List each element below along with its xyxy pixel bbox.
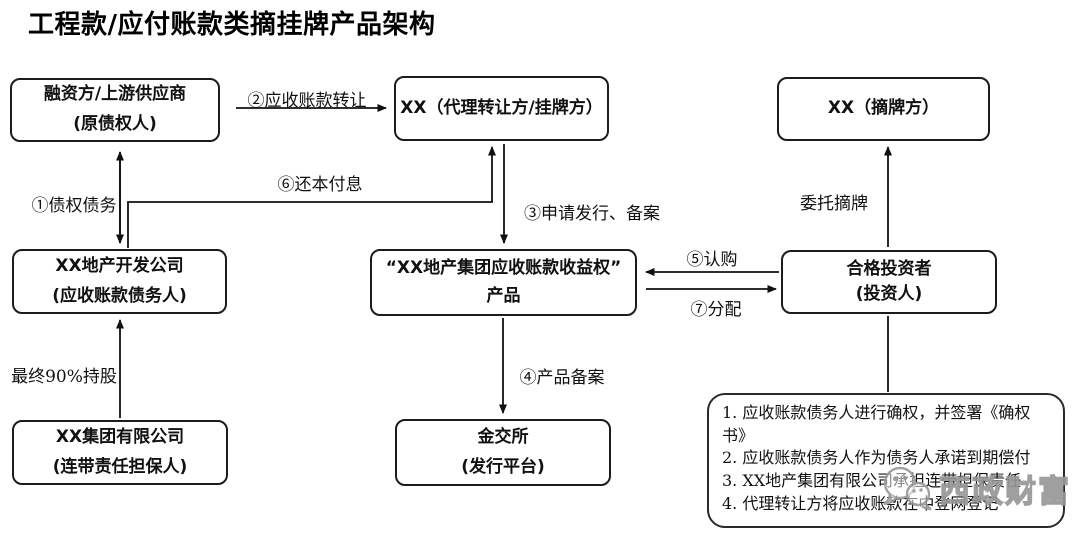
node-exchange: 金交所 (发行平台) xyxy=(395,419,611,486)
node-line: (发行平台) xyxy=(461,456,545,477)
node-line: (原债权人) xyxy=(73,114,157,134)
node-line: XX（摘牌方） xyxy=(827,98,940,119)
node-financier: 融资方/上游供应商 (原债权人) xyxy=(10,78,220,142)
node-product: “XX地产集团应收账款收益权” 产品 xyxy=(370,249,637,316)
arrow-repay xyxy=(127,146,496,248)
edge-label-transfer: ②应收账款转让 xyxy=(247,91,367,111)
node-line: (连带责任担保人) xyxy=(52,456,188,477)
edge-label-apply: ③申请发行、备案 xyxy=(524,204,660,224)
note-item: 1. 应收账款债务人进行确权，并签署《确权书》 xyxy=(722,403,1031,445)
node-group: XX集团有限公司 (连带责任担保人) xyxy=(12,420,228,485)
edge-label-debt: ①债权债务 xyxy=(31,196,117,216)
node-line: 产品 xyxy=(486,285,521,306)
edge-label-distribute: ⑦分配 xyxy=(690,300,742,320)
edge-label-repay: ⑥还本付息 xyxy=(277,175,363,195)
node-investor: 合格投资者 (投资人) xyxy=(781,250,997,314)
node-line: “XX地产集团应收账款收益权” xyxy=(385,258,622,279)
node-line: XX集团有限公司 xyxy=(55,426,185,447)
note-item: 2. 应收账款债务人作为债务人承诺到期偿付 xyxy=(722,448,1031,468)
node-line: XX地产开发公司 xyxy=(55,255,184,276)
notes-panel: 1. 应收账款债务人进行确权，并签署《确权书》 2. 应收账款债务人作为债务人承… xyxy=(707,393,1065,528)
node-delister: XX（摘牌方） xyxy=(777,77,990,141)
node-line: (应收账款债务人) xyxy=(52,285,187,306)
edge-label-subscribe: ⑤认购 xyxy=(686,250,738,270)
edge-label-entrust: 委托摘牌 xyxy=(800,194,868,214)
note-item: 3. XX地产集团有限公司承担连带担保责任 xyxy=(722,471,1022,491)
node-line: XX（代理转让方/挂牌方） xyxy=(400,97,603,118)
node-line: 合格投资者 xyxy=(846,259,932,280)
page-title: 工程款/应付账款类摘挂牌产品架构 xyxy=(28,10,436,40)
node-developer: XX地产开发公司 (应收账款债务人) xyxy=(12,249,227,314)
note-item: 4. 代理转让方将应收账款在中登网登记 xyxy=(722,493,999,513)
node-line: 金交所 xyxy=(477,426,529,447)
edge-label-filing: ④产品备案 xyxy=(519,368,605,388)
node-line: 融资方/上游供应商 xyxy=(43,84,187,105)
node-line: (投资人) xyxy=(855,284,923,304)
edge-label-holding: 最终90%持股 xyxy=(11,367,117,387)
node-agent: XX（代理转让方/挂牌方） xyxy=(394,76,609,141)
